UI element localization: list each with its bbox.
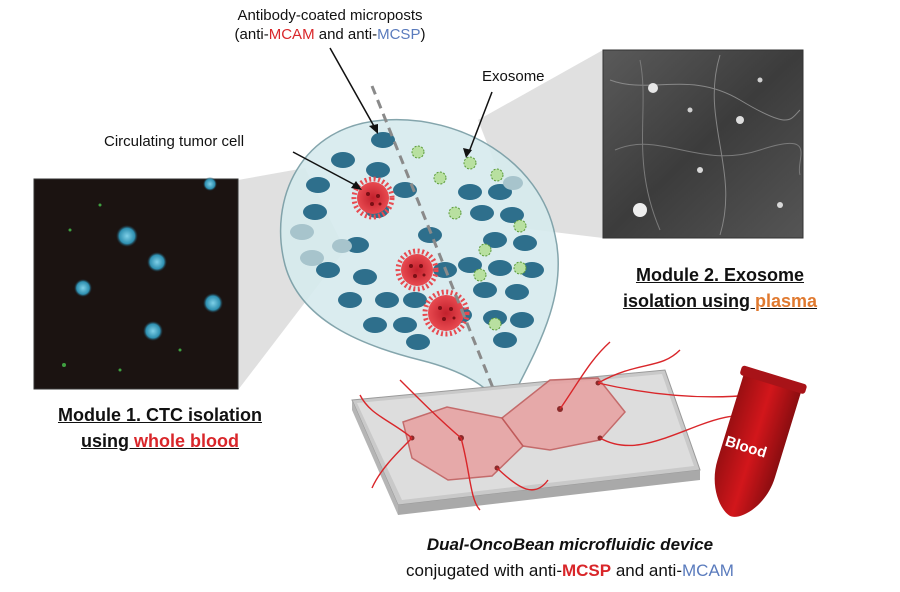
module2-prefix: isolation using xyxy=(622,291,755,311)
ctc-cell xyxy=(395,248,439,292)
pointer-arrows xyxy=(292,47,493,190)
microposts-mid: and anti- xyxy=(314,26,378,43)
mcsp-text: MCSP xyxy=(377,26,421,43)
exosome-label: Exosome xyxy=(482,68,545,85)
device-sub-mid: and anti- xyxy=(611,561,682,580)
microposts-label-line2: (anti-MCAM and anti-MCSP) xyxy=(200,25,460,44)
module1-highlight: whole blood xyxy=(134,431,239,451)
module2-line2: isolation using plasma xyxy=(600,288,840,314)
blood-tube-icon xyxy=(714,365,807,517)
ctc-label: Circulating tumor cell xyxy=(104,133,245,150)
module1-caption: Module 1. CTC isolation using whole bloo… xyxy=(30,402,290,454)
module1-line2: using whole blood xyxy=(30,428,290,454)
fluorescence-image xyxy=(33,177,239,390)
ctc-cell xyxy=(351,176,395,220)
device-sub-mcsp: MCSP xyxy=(561,561,612,580)
microfluidic-device xyxy=(351,369,701,515)
tubing xyxy=(359,341,761,511)
device-subtitle: conjugated with anti-MCSP and anti-MCAM xyxy=(350,561,790,581)
microposts-suffix: ) xyxy=(420,26,426,43)
exosomes xyxy=(411,145,527,331)
ctc-cells xyxy=(351,176,470,337)
fluorescent-cells xyxy=(62,177,223,372)
module2-line1: Module 2. Exosome xyxy=(635,265,805,285)
module1-prefix: using xyxy=(81,431,134,451)
mcam-text: MCAM xyxy=(268,26,315,43)
device-chamber-right xyxy=(500,377,626,451)
sem-image xyxy=(602,49,804,239)
module2-caption: Module 2. Exosome isolation using plasma xyxy=(600,262,840,314)
ctc-cell xyxy=(422,289,470,337)
module2-highlight: plasma xyxy=(754,291,818,311)
microposts-prefix: (anti- xyxy=(234,26,269,43)
device-sub-mcam: MCAM xyxy=(682,561,734,580)
device-title: Dual-OncoBean microfluidic device xyxy=(426,535,714,554)
device-sub-prefix: conjugated with anti- xyxy=(406,561,562,580)
module1-line1: Module 1. CTC isolation xyxy=(57,405,262,425)
microposts-label: Antibody-coated microposts (anti-MCAM an… xyxy=(200,6,460,44)
microposts-label-line1: Antibody-coated microposts xyxy=(237,7,423,24)
